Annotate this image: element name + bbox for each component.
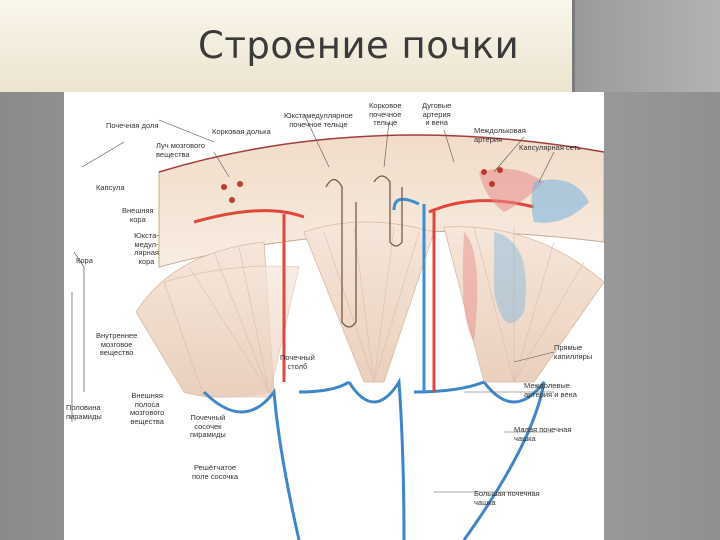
calyx-junction-a <box>299 382 349 392</box>
label-vasa-recta: Прямые капилляры <box>554 344 592 361</box>
label-capsular-network: Капсулярная сеть <box>519 144 581 153</box>
label-cribriform-area: Решётчатое поле сосочка <box>192 464 238 481</box>
calyces <box>204 382 544 540</box>
kidney-structure-figure: Почечная доля Корковая долька Луч мозгов… <box>64 92 604 540</box>
title-divider <box>572 0 575 92</box>
label-arcuate-artery-vein: Дуговые артерия и вена <box>422 102 451 128</box>
label-major-calyx: Большая почечная чашка <box>474 490 540 507</box>
label-juxtamedullary-nephron: Юкстамедуллярное почечное тельце <box>284 112 353 129</box>
label-medullary-ray: Луч мозгового вещества <box>156 142 205 159</box>
label-outer-stripe: Внешняя полоса мозгового вещества <box>130 392 164 426</box>
minor-calyx-center <box>349 382 404 540</box>
label-interlobular-artery: Междольковая артерия <box>474 127 526 144</box>
label-minor-calyx: Малая почечная чашка <box>514 426 571 443</box>
label-cortical-lobule: Корковая долька <box>212 128 271 137</box>
slide-title: Строение почки <box>198 24 519 67</box>
label-renal-column: Почечный столб <box>280 354 315 371</box>
label-juxtamedullary-cortex: Юкста- медул- лярная кора <box>134 232 159 266</box>
label-cortical-nephron: Корковое почечное тельце <box>369 102 402 128</box>
corner-background <box>575 0 720 92</box>
label-pyramid-half: Половина пирамиды <box>66 404 102 421</box>
label-cortex: Кора <box>76 257 93 266</box>
label-inner-medulla: Внутреннее мозговое вещество <box>96 332 137 358</box>
label-interlobar-vessels: Междолевые артерия и вена <box>524 382 577 399</box>
label-capsule: Капсула <box>96 184 124 193</box>
kidney-diagram <box>64 92 604 540</box>
label-outer-cortex: Внешняя кора <box>122 207 154 224</box>
label-renal-lobe: Почечная доля <box>106 122 158 131</box>
label-papilla: Почечный сосочек пирамиды <box>190 414 226 440</box>
minor-calyx-right <box>464 382 544 540</box>
